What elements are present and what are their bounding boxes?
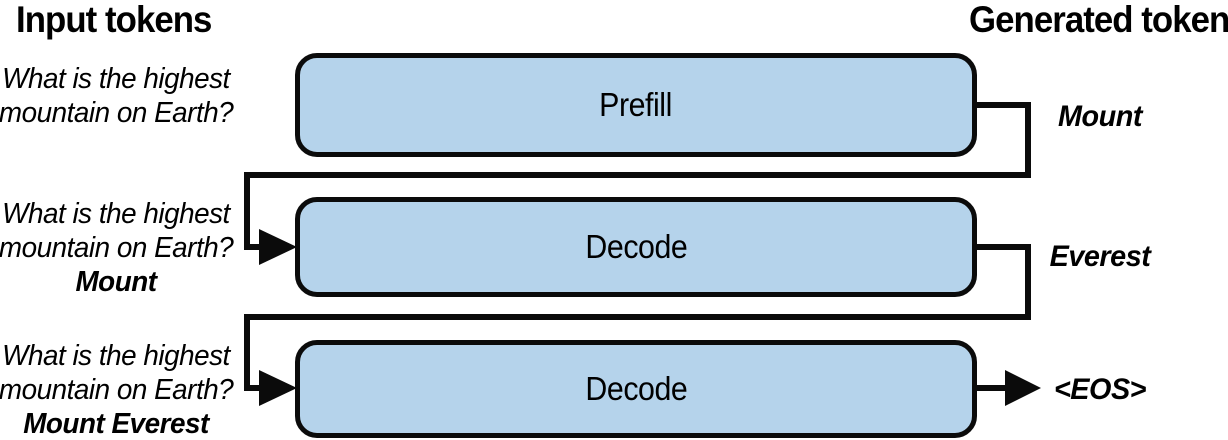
generated-token-label-3: <EOS> [1053, 373, 1147, 406]
connector-b-drop-segment [244, 314, 250, 391]
generated-token-label-2: Everest [1049, 240, 1151, 273]
stage-label: Prefill [599, 86, 673, 123]
connector-b-entry-segment [244, 385, 264, 391]
input-line: What is the highest [2, 340, 230, 372]
arrowhead-right-icon [259, 229, 297, 265]
connector-a-down-segment [1025, 102, 1031, 178]
input-generated-so-far: Mount [75, 266, 157, 298]
connector-c-exit-segment [975, 385, 1011, 391]
generated-token-label-1: Mount [1058, 100, 1142, 133]
connector-a-return-segment [244, 172, 1031, 178]
input-line: What is the highest [2, 198, 230, 230]
connector-a-exit-segment [975, 102, 1031, 108]
input-line: mountain on Earth? [0, 232, 234, 264]
input-generated-so-far: Mount Everest [23, 408, 209, 440]
decode-stage-box-1: Decode [295, 197, 977, 297]
input-tokens-text-1: What is the highest mountain on Earth? [0, 62, 234, 130]
stage-label: Decode [585, 228, 687, 265]
arrowhead-right-icon [1005, 370, 1041, 406]
decode-stage-box-2: Decode [295, 340, 977, 438]
input-line: What is the highest [2, 63, 230, 95]
input-line: mountain on Earth? [0, 97, 234, 129]
connector-b-down-segment [1025, 244, 1031, 320]
input-line: mountain on Earth? [0, 374, 234, 406]
stage-label: Decode [585, 370, 687, 407]
prefill-stage-box: Prefill [295, 53, 977, 157]
connector-b-exit-segment [975, 244, 1031, 250]
connector-a-entry-segment [244, 244, 264, 250]
input-tokens-text-3: What is the highest mountain on Earth? M… [0, 339, 234, 440]
connector-a-drop-segment [244, 172, 250, 250]
arrowhead-right-icon [259, 370, 297, 406]
input-tokens-heading: Input tokens [16, 0, 212, 40]
input-tokens-text-2: What is the highest mountain on Earth? M… [0, 197, 234, 299]
connector-b-return-segment [244, 314, 1031, 320]
generated-tokens-heading: Generated tokens [969, 0, 1228, 40]
